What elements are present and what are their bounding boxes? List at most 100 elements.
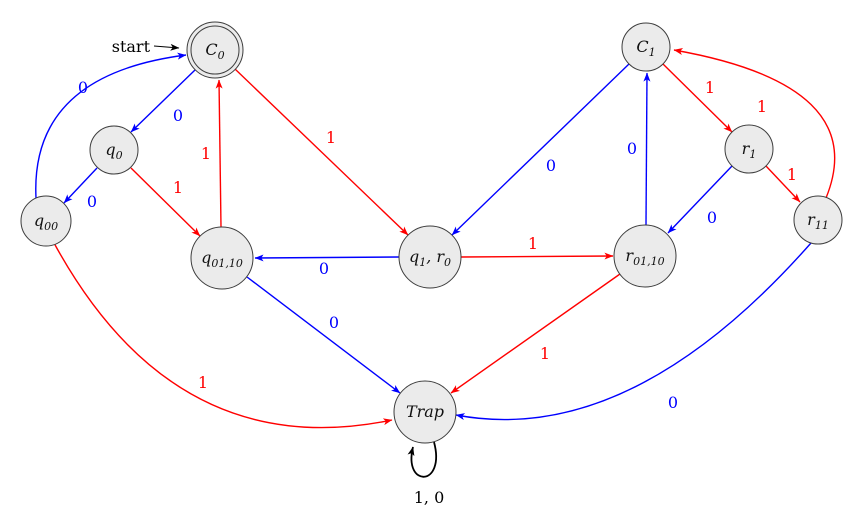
label-base: q (409, 247, 419, 266)
start-label: start (112, 37, 151, 56)
edge-label: 0 (87, 192, 97, 211)
state-c1: C1 (621, 22, 671, 72)
state-circle (89, 125, 139, 175)
edge-label: 1 (201, 144, 211, 163)
edge-line (765, 165, 801, 203)
state-q1r0: q1, r0 (398, 225, 462, 289)
edge-c1-r1: 1 (662, 63, 733, 133)
edge-r1-r0110: 0 (667, 165, 733, 234)
label-base2: , r (426, 247, 445, 266)
edge-line (450, 273, 621, 394)
start-marker: start (112, 37, 180, 56)
edge-line (234, 68, 409, 236)
edge-q0-q00: 0 (63, 167, 98, 211)
label-base: r (742, 139, 751, 158)
edge-curve (455, 242, 812, 421)
edge-label: 0 (329, 313, 339, 332)
edge-label: 0 (546, 156, 556, 175)
edge-line (451, 63, 630, 236)
state-r1: r1 (724, 124, 774, 174)
label-base: Trap (406, 402, 444, 421)
state-r11: r11 (793, 195, 843, 245)
edge-r11-c1: 1 (673, 48, 836, 199)
edge-label: 0 (319, 259, 329, 278)
edge-curve (35, 52, 187, 199)
edge-label: 1, 0 (414, 488, 445, 507)
state-label: r1 (742, 139, 757, 161)
edge-line (662, 63, 733, 133)
state-circle (393, 380, 457, 444)
edge-curve (673, 48, 836, 199)
state-q0110: q01,10 (190, 226, 254, 290)
edge-label: 0 (173, 106, 183, 125)
label-base: r (625, 246, 634, 265)
state-label: r01,10 (625, 246, 664, 268)
state-label: q00 (34, 211, 58, 233)
edge-label: 1 (757, 97, 767, 116)
edge-label: 1 (198, 373, 208, 392)
edge-line (130, 167, 201, 237)
edge-q00-trap: 1 (53, 242, 393, 429)
edge-label: 0 (707, 208, 717, 227)
label-sub: 1 (419, 256, 426, 269)
label-sub: 00 (44, 220, 58, 233)
label-sub2: 0 (444, 256, 451, 269)
edge-c0-q0: 0 (130, 69, 196, 133)
edge-label: 0 (668, 393, 678, 412)
label-sub: 01,10 (211, 257, 243, 270)
edge-q0110-trap: 0 (246, 276, 401, 394)
edge-trap-self-loop: 1, 0 (407, 441, 445, 507)
edge-label: 1 (787, 165, 797, 184)
state-label: r11 (807, 210, 829, 232)
state-circle (613, 224, 677, 288)
edge-line (643, 72, 651, 226)
edge-line (130, 69, 196, 133)
edge-label: 1 (705, 78, 715, 97)
state-label: C1 (636, 37, 655, 59)
state-label: C0 (205, 40, 224, 62)
label-base: r (807, 210, 816, 229)
edge-r1-r11: 1 (765, 165, 801, 203)
edge-curve (53, 242, 393, 429)
state-circle (793, 195, 843, 245)
label-base: C (636, 37, 648, 56)
label-base: q (105, 140, 115, 159)
edge-label: 1 (173, 178, 183, 197)
edge-label: 0 (627, 139, 637, 158)
start-arrow (153, 43, 180, 51)
state-circle-inner (190, 25, 240, 75)
label-sub: 1 (649, 46, 656, 59)
edge-line (63, 167, 98, 204)
edge-q00-c0: 0 (35, 52, 187, 199)
state-trap: Trap (393, 380, 457, 444)
label-base: q (34, 211, 44, 230)
state-label: q0 (105, 140, 122, 162)
label-sub: 11 (815, 219, 829, 232)
state-label: q1, r0 (409, 247, 451, 269)
label-sub: 0 (116, 149, 123, 162)
edge-label: 1 (540, 344, 550, 363)
edge-line (254, 254, 400, 262)
edge-line (460, 252, 614, 260)
edge-r11-trap: 0 (455, 242, 812, 421)
edge-c0-q1r0: 1 (234, 68, 409, 236)
edge-r0110-c1: 0 (627, 72, 651, 226)
label-base: C (205, 40, 217, 59)
edge-label: 1 (528, 234, 538, 253)
state-q0: q0 (89, 125, 139, 175)
edge-r0110-trap: 1 (450, 273, 621, 394)
edge-q0110-c0: 1 (201, 79, 223, 228)
state-circle (621, 22, 671, 72)
state-q00: q00 (20, 195, 72, 247)
edge-line (246, 276, 401, 394)
state-r0110: r01,10 (613, 224, 677, 288)
edge-c1-q1r0: 0 (451, 63, 630, 236)
state-circle (20, 195, 72, 247)
edge-line (667, 165, 733, 234)
edge-label: 1 (326, 128, 336, 147)
edge-q1r0-r0110: 1 (460, 234, 614, 260)
state-label: Trap (406, 402, 444, 421)
label-base: q (201, 248, 211, 267)
